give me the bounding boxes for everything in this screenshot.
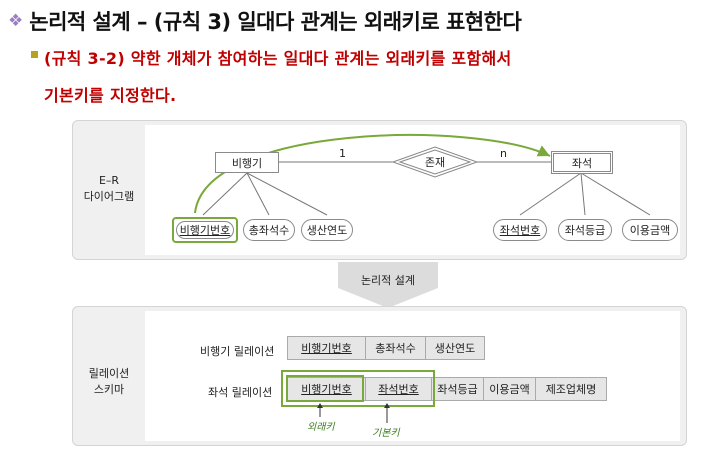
primary-key-highlight (281, 370, 435, 407)
er-diagram-area: 비행기 존재 1 n 좌석 비행기번호 총좌석수 생산연도 좌석번호 좌석등급 … (145, 125, 680, 255)
page-title: ❖ 논리적 설계 – (규칙 3) 일대다 관계는 외래키로 표현한다 (8, 6, 522, 36)
attr-fare: 이용금액 (622, 219, 678, 241)
transition-label: 논리적 설계 (360, 274, 416, 287)
schema-panel-label: 릴레이션 스키마 (79, 366, 139, 398)
key-note-arrows (317, 403, 390, 423)
rel1-col-airplane-number: 비행기번호 (288, 337, 366, 359)
rel2-col-airplane-number: 비행기번호 (288, 378, 366, 400)
rel2-col-manufacturer: 제조업체명 (545, 383, 597, 396)
rel2-col-seat-grade: 좌석등급 (432, 378, 484, 400)
rel1-col-production-year: 생산연도 (434, 342, 476, 355)
rel1-col-total-seats: 총좌석수 (366, 337, 426, 359)
entity-seat-label: 좌석 (571, 156, 593, 170)
rel2-col-fare: 이용금액 (484, 378, 536, 400)
relation-seat-name: 좌석 릴레이션 (208, 386, 273, 399)
attr-seat-grade: 좌석등급 (558, 219, 612, 241)
er-connectors (194, 134, 651, 216)
entity-seat: 좌석 (551, 151, 613, 174)
er-label-line2: 다이어그램 (83, 190, 135, 203)
relation-seat-table: 비행기번호 좌석번호 좌석등급 이용금액 제조업체명 (287, 377, 607, 401)
attr-seat-number: 좌석번호 (493, 219, 547, 241)
relationship-diamond-inner (398, 149, 472, 175)
relation-schema-panel: 릴레이션 스키마 비행기 릴레이션 비행기번호 총좌석수 생산연도 좌석 릴레이… (72, 306, 687, 446)
entity-airplane: 비행기 (215, 152, 279, 173)
schema-area: 비행기 릴레이션 비행기번호 총좌석수 생산연도 좌석 릴레이션 비행기번호 좌… (145, 311, 680, 441)
er-panel-label: E–R 다이어그램 (79, 173, 139, 205)
subtitle-line-1: (규칙 3-2) 약한 개체가 참여하는 일대다 관계는 외래키를 포함해서 (44, 49, 512, 68)
cardinality-one: 1 (339, 147, 346, 160)
er-label-line1: E–R (98, 174, 120, 187)
schema-label-line2: 스키마 (93, 383, 125, 396)
foreign-key-highlight (286, 375, 364, 402)
schema-label-line1: 릴레이션 (88, 367, 130, 380)
attr-production-year: 생산연도 (301, 219, 353, 241)
title-text: 논리적 설계 – (규칙 3) 일대다 관계는 외래키로 표현한다 (29, 10, 522, 34)
rel2-col-seat-number: 좌석번호 (366, 378, 432, 400)
subtitle-line-2: 기본키를 지정한다. (44, 86, 177, 105)
relation-airplane-name: 비행기 릴레이션 (200, 345, 275, 358)
attr-total-seats: 총좌석수 (243, 219, 295, 241)
cardinality-many: n (500, 147, 507, 160)
foreign-key-note: 외래키 (307, 422, 335, 433)
transition-arrow (338, 262, 438, 308)
er-diagram-panel: E–R 다이어그램 비행기 존재 1 n 좌석 (72, 120, 687, 260)
square-bullet-icon (31, 51, 38, 58)
relationship-label: 존재 (424, 156, 446, 169)
relationship-diamond (391, 146, 479, 178)
foreign-key-arrow (194, 134, 551, 214)
attr-airplane-number: 비행기번호 (172, 217, 238, 243)
relation-airplane-table: 비행기번호 총좌석수 생산연도 (287, 336, 485, 360)
diamond-bullet-icon: ❖ (8, 11, 24, 31)
primary-key-note: 기본키 (372, 428, 400, 439)
